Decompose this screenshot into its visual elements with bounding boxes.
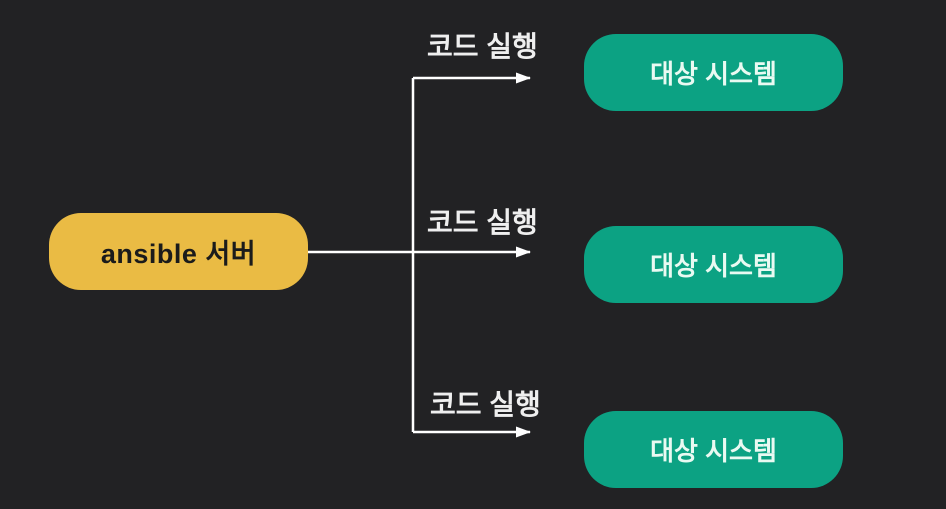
edge-label-bottom: 코드 실행: [430, 389, 541, 420]
edge-label-middle: 코드 실행: [427, 207, 538, 238]
node-target-system-2: 대상 시스템: [584, 226, 843, 303]
node-target-system-2-label: 대상 시스템: [650, 251, 777, 281]
node-ansible-server: ansible 서버: [49, 213, 308, 290]
node-target-system-1-label: 대상 시스템: [650, 59, 777, 89]
node-ansible-server-label: ansible 서버: [100, 239, 257, 269]
node-target-system-3-label: 대상 시스템: [650, 436, 777, 466]
node-target-system-1: 대상 시스템: [584, 34, 843, 111]
node-target-system-3: 대상 시스템: [584, 411, 843, 488]
edge-label-top: 코드 실행: [427, 31, 538, 62]
